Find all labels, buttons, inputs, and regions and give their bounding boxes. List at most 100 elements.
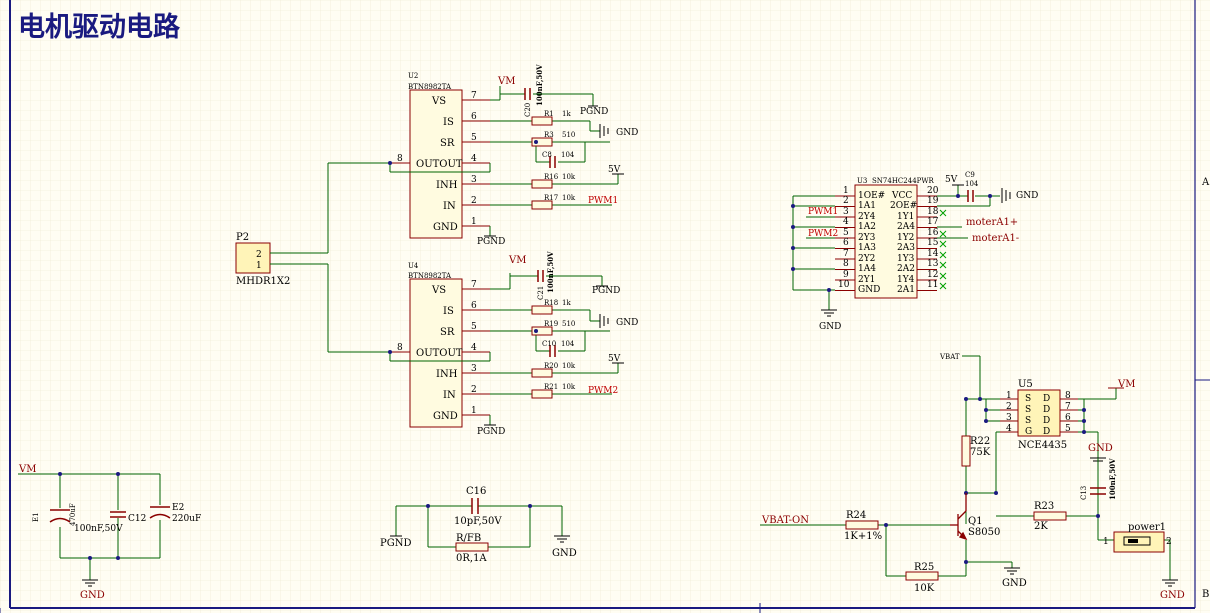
r19-ref: R19 (544, 320, 558, 328)
r24-val: 1K+1% (844, 531, 882, 542)
u3-l-name-9: 2Y1 (858, 275, 875, 285)
u3-l-num-10: 10 (838, 280, 850, 290)
u4-pgnd-top: PGND (592, 286, 620, 296)
r1-ref: R1 (544, 110, 554, 118)
c13-ref: C13 (1080, 486, 1088, 500)
e2-val: 220uF (172, 514, 201, 524)
e2-ref: E2 (172, 503, 184, 513)
c20-ref: C20 (524, 103, 532, 117)
r23-ref: R23 (1034, 501, 1054, 512)
u3-r-num-11: 11 (927, 280, 938, 290)
motor-a1-plus-net: moterA1+ (966, 217, 1018, 228)
u5-l-2: S (1025, 405, 1031, 415)
u2-designator: U2 (408, 72, 418, 80)
u4-pin-name-sr: SR (440, 327, 455, 338)
u3-l-name-7: 2Y2 (858, 254, 875, 264)
power1-designator: power1 (1128, 522, 1166, 533)
u4-pin-num-7: 7 (471, 280, 477, 290)
e1-ref: E1 (32, 512, 40, 522)
u5-rn-5: 5 (1065, 424, 1071, 434)
u3-r-name-17: 2A4 (897, 222, 915, 232)
c9-ref: C9 (965, 171, 975, 179)
u3-gnd-label: GND (1016, 191, 1038, 201)
u2-pin-num-5: 5 (471, 133, 477, 143)
u3-r-num-13: 13 (927, 259, 939, 269)
rfb-val: 0R,1A (456, 553, 487, 564)
u3-r-name-19: 2OE# (890, 201, 917, 211)
border-zone-b: B (1202, 589, 1209, 600)
u4-vm-net: VM (508, 255, 526, 266)
u4-pin-name-gnd: GND (433, 411, 458, 422)
rfb-pgnd-label: PGND (380, 538, 411, 549)
power1-switch: power1 1 2 (1103, 522, 1172, 553)
u3-r-num-14: 14 (927, 249, 939, 259)
p2-pin-1: 1 (256, 261, 262, 271)
u3-r-name-12: 1Y4 (897, 275, 915, 285)
u5-mosfet: U5 NCE4435 S S S G D D D D 1 2 3 4 8 7 6… (1006, 379, 1071, 451)
u3-r-num-18: 18 (927, 207, 939, 217)
c10-val: 104 (561, 340, 575, 348)
u3-r-name-14: 1Y3 (897, 254, 915, 264)
u4-driver: U4 BTN8982TA VS IS SR OUTOUT INH IN GND … (390, 262, 490, 428)
power1-gnd-label: GND (1160, 590, 1185, 601)
r20-val: 10k (562, 362, 576, 370)
u3-r-num-15: 15 (927, 238, 939, 248)
c9-val: 104 (965, 180, 979, 188)
r25-val: 10K (914, 583, 935, 594)
u4-pin-name-out: OUTOUT (416, 348, 463, 359)
u5-l-4: G (1025, 427, 1032, 437)
rfb-resistor (455, 542, 489, 552)
u3-pwm1-net: PWM1 (808, 207, 838, 217)
u2-pin-name-out: OUTOUT (416, 159, 463, 170)
r24-ref: R24 (846, 510, 866, 521)
u4-pin-name-vs: VS (431, 285, 446, 296)
u2-passives (531, 116, 553, 210)
c20-val: 100nF,50V (535, 64, 544, 106)
rfb-gnd-label: GND (552, 548, 577, 559)
r23-val: 2K (1034, 521, 1048, 532)
u5-r-3: D (1043, 416, 1050, 426)
u3-r-num-19: 19 (927, 196, 939, 206)
u4-5v-net: 5V (608, 354, 621, 364)
u4-pin-name-is: IS (443, 306, 454, 317)
c21-ref: C21 (537, 286, 545, 300)
u3-r-num-16: 16 (927, 228, 939, 238)
u3-gnd-symbol (1001, 188, 1011, 203)
u3-5v-net: 5V (945, 175, 958, 185)
u5-ln-3: 3 (1006, 413, 1012, 423)
r3-ref: R3 (544, 131, 554, 139)
u5-designator: U5 (1018, 379, 1033, 390)
u2-part: BTN8982TA (408, 83, 452, 91)
power1-pin-2: 2 (1166, 537, 1172, 547)
u3-gnd-bottom: GND (819, 322, 841, 332)
r19-val: 510 (562, 320, 575, 328)
u4-gnd-is-symbol (599, 314, 609, 328)
u5-ln-1: 1 (1006, 391, 1012, 401)
u3-r-name-16: 1Y2 (897, 233, 914, 243)
c12-val: 100nF,50V (74, 524, 123, 534)
u4-pin-num-1: 1 (471, 406, 477, 416)
q1-gnd-label: GND (1002, 578, 1027, 589)
u2-vm-net: VM (497, 76, 515, 87)
u3-r-num-12: 12 (927, 270, 938, 280)
r20-ref: R20 (544, 362, 558, 370)
u2-pin-num-8: 8 (397, 154, 403, 164)
u2-pin-num-3: 3 (471, 175, 477, 185)
u5-r-4: D (1043, 427, 1050, 437)
q1-part: S8050 (968, 527, 1000, 538)
c16-ref: C16 (466, 486, 486, 497)
u4-gnd-is-label: GND (616, 318, 638, 328)
u2-pgnd-bottom: PGND (477, 237, 505, 247)
c8-val: 104 (561, 151, 575, 159)
r22-ref: R22 (970, 436, 990, 447)
r17-val: 10k (562, 194, 576, 202)
u4-pin-num-5: 5 (471, 322, 477, 332)
u3-l-name-10: GND (858, 285, 880, 295)
p2-connector: P2 MHDR1X2 2 1 (235, 232, 290, 287)
r1-val: 1k (562, 110, 571, 118)
u4-pin-num-2: 2 (471, 385, 477, 395)
e1-val: 470uF (69, 503, 77, 526)
u3-l-name-1: 1OE# (858, 191, 885, 201)
u3-buffer: U3 SN74HC244PWR 1OE# 1A1 2Y4 1A2 2Y3 1A3… (835, 177, 939, 299)
